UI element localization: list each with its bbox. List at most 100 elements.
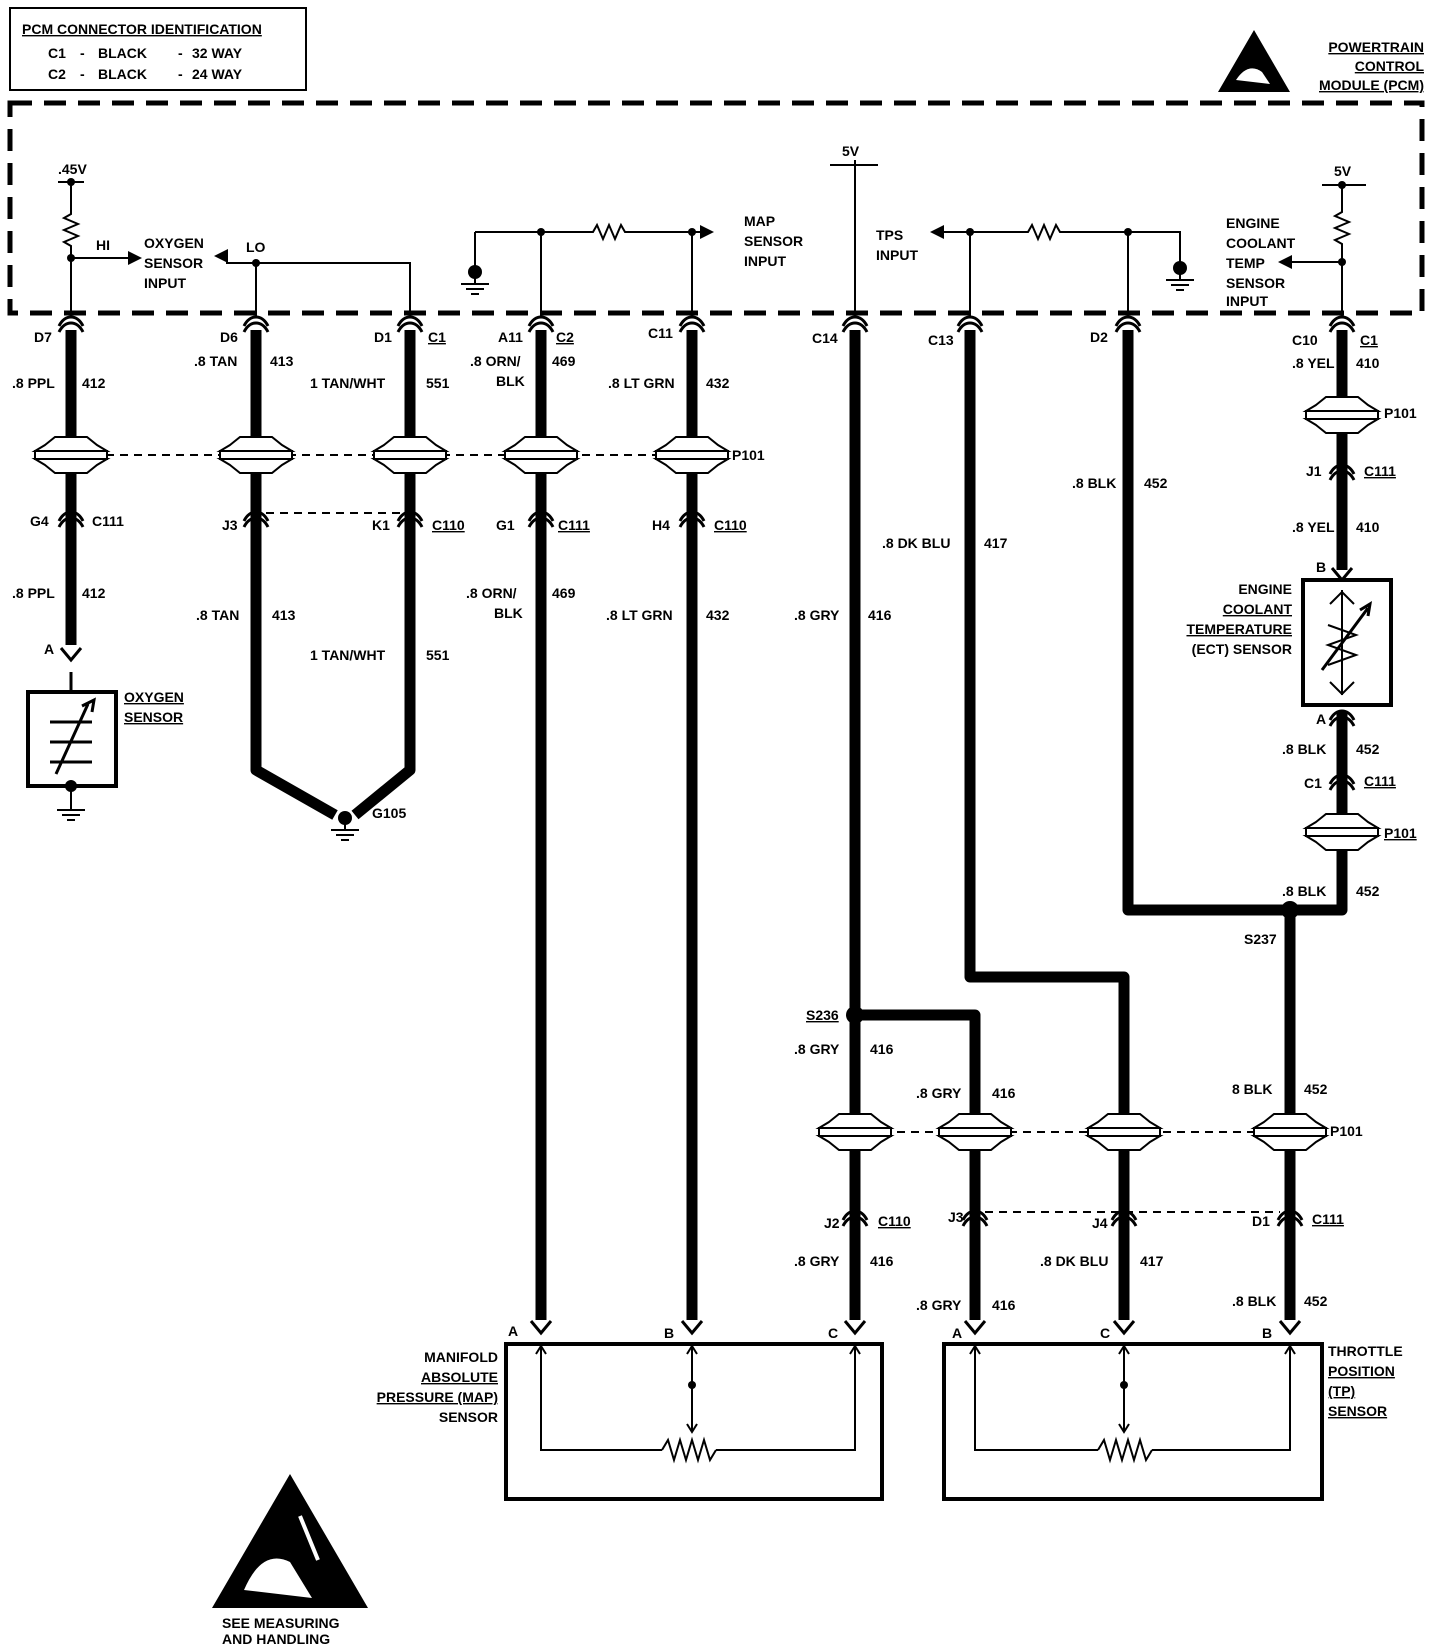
esd-handling-icon <box>212 1474 368 1608</box>
pcm-boundary <box>7 100 1425 316</box>
svg-text:.8 GRY: .8 GRY <box>794 1041 840 1057</box>
svg-text:.8 TAN: .8 TAN <box>194 353 237 369</box>
svg-text:417: 417 <box>984 535 1008 551</box>
svg-text:J4: J4 <box>1092 1215 1108 1231</box>
splice-s237: S237 <box>1244 901 1299 947</box>
svg-text:SENSOR: SENSOR <box>124 709 183 725</box>
svg-text:SENSOR: SENSOR <box>144 255 203 271</box>
svg-text:C1: C1 <box>428 329 446 345</box>
svg-text:417: 417 <box>1140 1253 1164 1269</box>
svg-text:-: - <box>178 66 183 82</box>
svg-text:413: 413 <box>270 353 294 369</box>
svg-text:32 WAY: 32 WAY <box>192 45 243 61</box>
svg-text:432: 432 <box>706 607 730 623</box>
svg-text:416: 416 <box>992 1085 1016 1101</box>
svg-text:G105: G105 <box>372 805 406 821</box>
svg-text:D1: D1 <box>1252 1213 1270 1229</box>
svg-text:.8 LT GRN: .8 LT GRN <box>606 607 673 623</box>
svg-text:C110: C110 <box>878 1213 911 1229</box>
svg-text:BLACK: BLACK <box>98 45 147 61</box>
svg-text:452: 452 <box>1356 883 1380 899</box>
svg-text:SENSOR: SENSOR <box>439 1409 498 1425</box>
svg-text:C13: C13 <box>928 332 954 348</box>
svg-text:C10: C10 <box>1292 332 1318 348</box>
svg-text:D7: D7 <box>34 329 52 345</box>
svg-text:416: 416 <box>870 1253 894 1269</box>
svg-text:HI: HI <box>96 237 110 253</box>
svg-text:5V: 5V <box>842 143 860 159</box>
svg-text:THROTTLE: THROTTLE <box>1328 1343 1403 1359</box>
svg-text:INPUT: INPUT <box>876 247 918 263</box>
svg-text:452: 452 <box>1304 1081 1328 1097</box>
svg-text:OXYGEN: OXYGEN <box>144 235 204 251</box>
svg-text:(TP): (TP) <box>1328 1383 1355 1399</box>
5v-reference-circuit: 5V <box>830 143 878 318</box>
svg-text:H4: H4 <box>652 517 670 533</box>
svg-text:452: 452 <box>1304 1293 1328 1309</box>
p101-lower-grommets: P101 <box>818 1113 1363 1151</box>
svg-text:TPS: TPS <box>876 227 903 243</box>
esd-warning-icon <box>1218 30 1290 92</box>
svg-text:SENSOR: SENSOR <box>1328 1403 1387 1419</box>
svg-text:469: 469 <box>552 585 576 601</box>
svg-text:G4: G4 <box>30 513 49 529</box>
inline-connectors-lower: J2 C110 J3 J4 D1 C111 .8 GRY 416 .8 DK B… <box>794 1209 1344 1313</box>
svg-text:.8 GRY: .8 GRY <box>916 1297 962 1313</box>
oxygen-sensor-input-circuit: .45V HI OXYGEN SENSOR INPUT LO <box>58 161 411 318</box>
svg-text:.8 TAN: .8 TAN <box>196 607 239 623</box>
svg-text:J1: J1 <box>1306 463 1322 479</box>
svg-text:C: C <box>828 1325 838 1341</box>
svg-text:452: 452 <box>1144 475 1168 491</box>
svg-text:TEMPERATURE: TEMPERATURE <box>1186 621 1292 637</box>
svg-text:551: 551 <box>426 647 450 663</box>
svg-text:413: 413 <box>272 607 296 623</box>
svg-text:551: 551 <box>426 375 450 391</box>
svg-text:S236: S236 <box>806 1007 839 1023</box>
svg-text:TEMP: TEMP <box>1226 255 1265 271</box>
svg-text:1 TAN/WHT: 1 TAN/WHT <box>310 375 386 391</box>
svg-text:A: A <box>44 641 54 657</box>
tp-sensor: A C B THROTTLE POSITION (TP) SENSOR <box>942 1319 1403 1501</box>
svg-text:C1: C1 <box>1360 332 1378 348</box>
svg-text:(ECT) SENSOR: (ECT) SENSOR <box>1192 641 1292 657</box>
p101-upper-grommets: P101 P101 <box>34 396 1417 474</box>
svg-text:412: 412 <box>82 585 106 601</box>
svg-text:OXYGEN: OXYGEN <box>124 689 184 705</box>
svg-text:C11: C11 <box>648 325 673 341</box>
svg-text:-: - <box>178 45 183 61</box>
svg-text:.45V: .45V <box>58 161 87 177</box>
svg-text:SEE MEASURING: SEE MEASURING <box>222 1615 340 1631</box>
svg-text:452: 452 <box>1356 741 1380 757</box>
svg-text:POSITION: POSITION <box>1328 1363 1395 1379</box>
svg-text:.8 ORN/: .8 ORN/ <box>470 353 521 369</box>
svg-text:MAP: MAP <box>744 213 775 229</box>
svg-text:C111: C111 <box>1364 463 1396 479</box>
svg-text:C110: C110 <box>714 517 747 533</box>
svg-text:C2: C2 <box>556 329 574 345</box>
svg-text:C1: C1 <box>1304 775 1322 791</box>
pcm-id-title: PCM CONNECTOR IDENTIFICATION <box>22 21 262 37</box>
svg-text:ENGINE: ENGINE <box>1226 215 1280 231</box>
svg-text:.8 PPL: .8 PPL <box>12 585 55 601</box>
ect-sensor: B ENGINE COOLANT TEMPERATURE (ECT) SENSO… <box>1186 559 1416 899</box>
svg-text:C111: C111 <box>558 517 590 533</box>
svg-text:469: 469 <box>552 353 576 369</box>
svg-text:G1: G1 <box>496 517 515 533</box>
svg-text:BLK: BLK <box>496 373 525 389</box>
svg-text:S237: S237 <box>1244 931 1277 947</box>
svg-text:24 WAY: 24 WAY <box>192 66 243 82</box>
svg-text:C14: C14 <box>812 330 838 346</box>
svg-text:.8 ORN/: .8 ORN/ <box>466 585 517 601</box>
svg-text:BLK: BLK <box>494 605 523 621</box>
svg-text:D1: D1 <box>374 329 392 345</box>
svg-text:.8 BLK: .8 BLK <box>1282 741 1326 757</box>
svg-text:416: 416 <box>870 1041 894 1057</box>
svg-text:CONTROL: CONTROL <box>1355 58 1425 74</box>
svg-text:AND HANDLING: AND HANDLING <box>222 1631 330 1646</box>
svg-text:.8 GRY: .8 GRY <box>794 607 840 623</box>
pcm-pin-labels: D7 D6 D1 C1 A11 C2 C11 C14 C13 D2 C10 C1 <box>34 325 1378 348</box>
svg-text:P101: P101 <box>1330 1123 1363 1139</box>
pcm-pin-connectors <box>57 315 1356 334</box>
svg-text:.8 DK BLU: .8 DK BLU <box>882 535 950 551</box>
svg-text:C110: C110 <box>432 517 465 533</box>
